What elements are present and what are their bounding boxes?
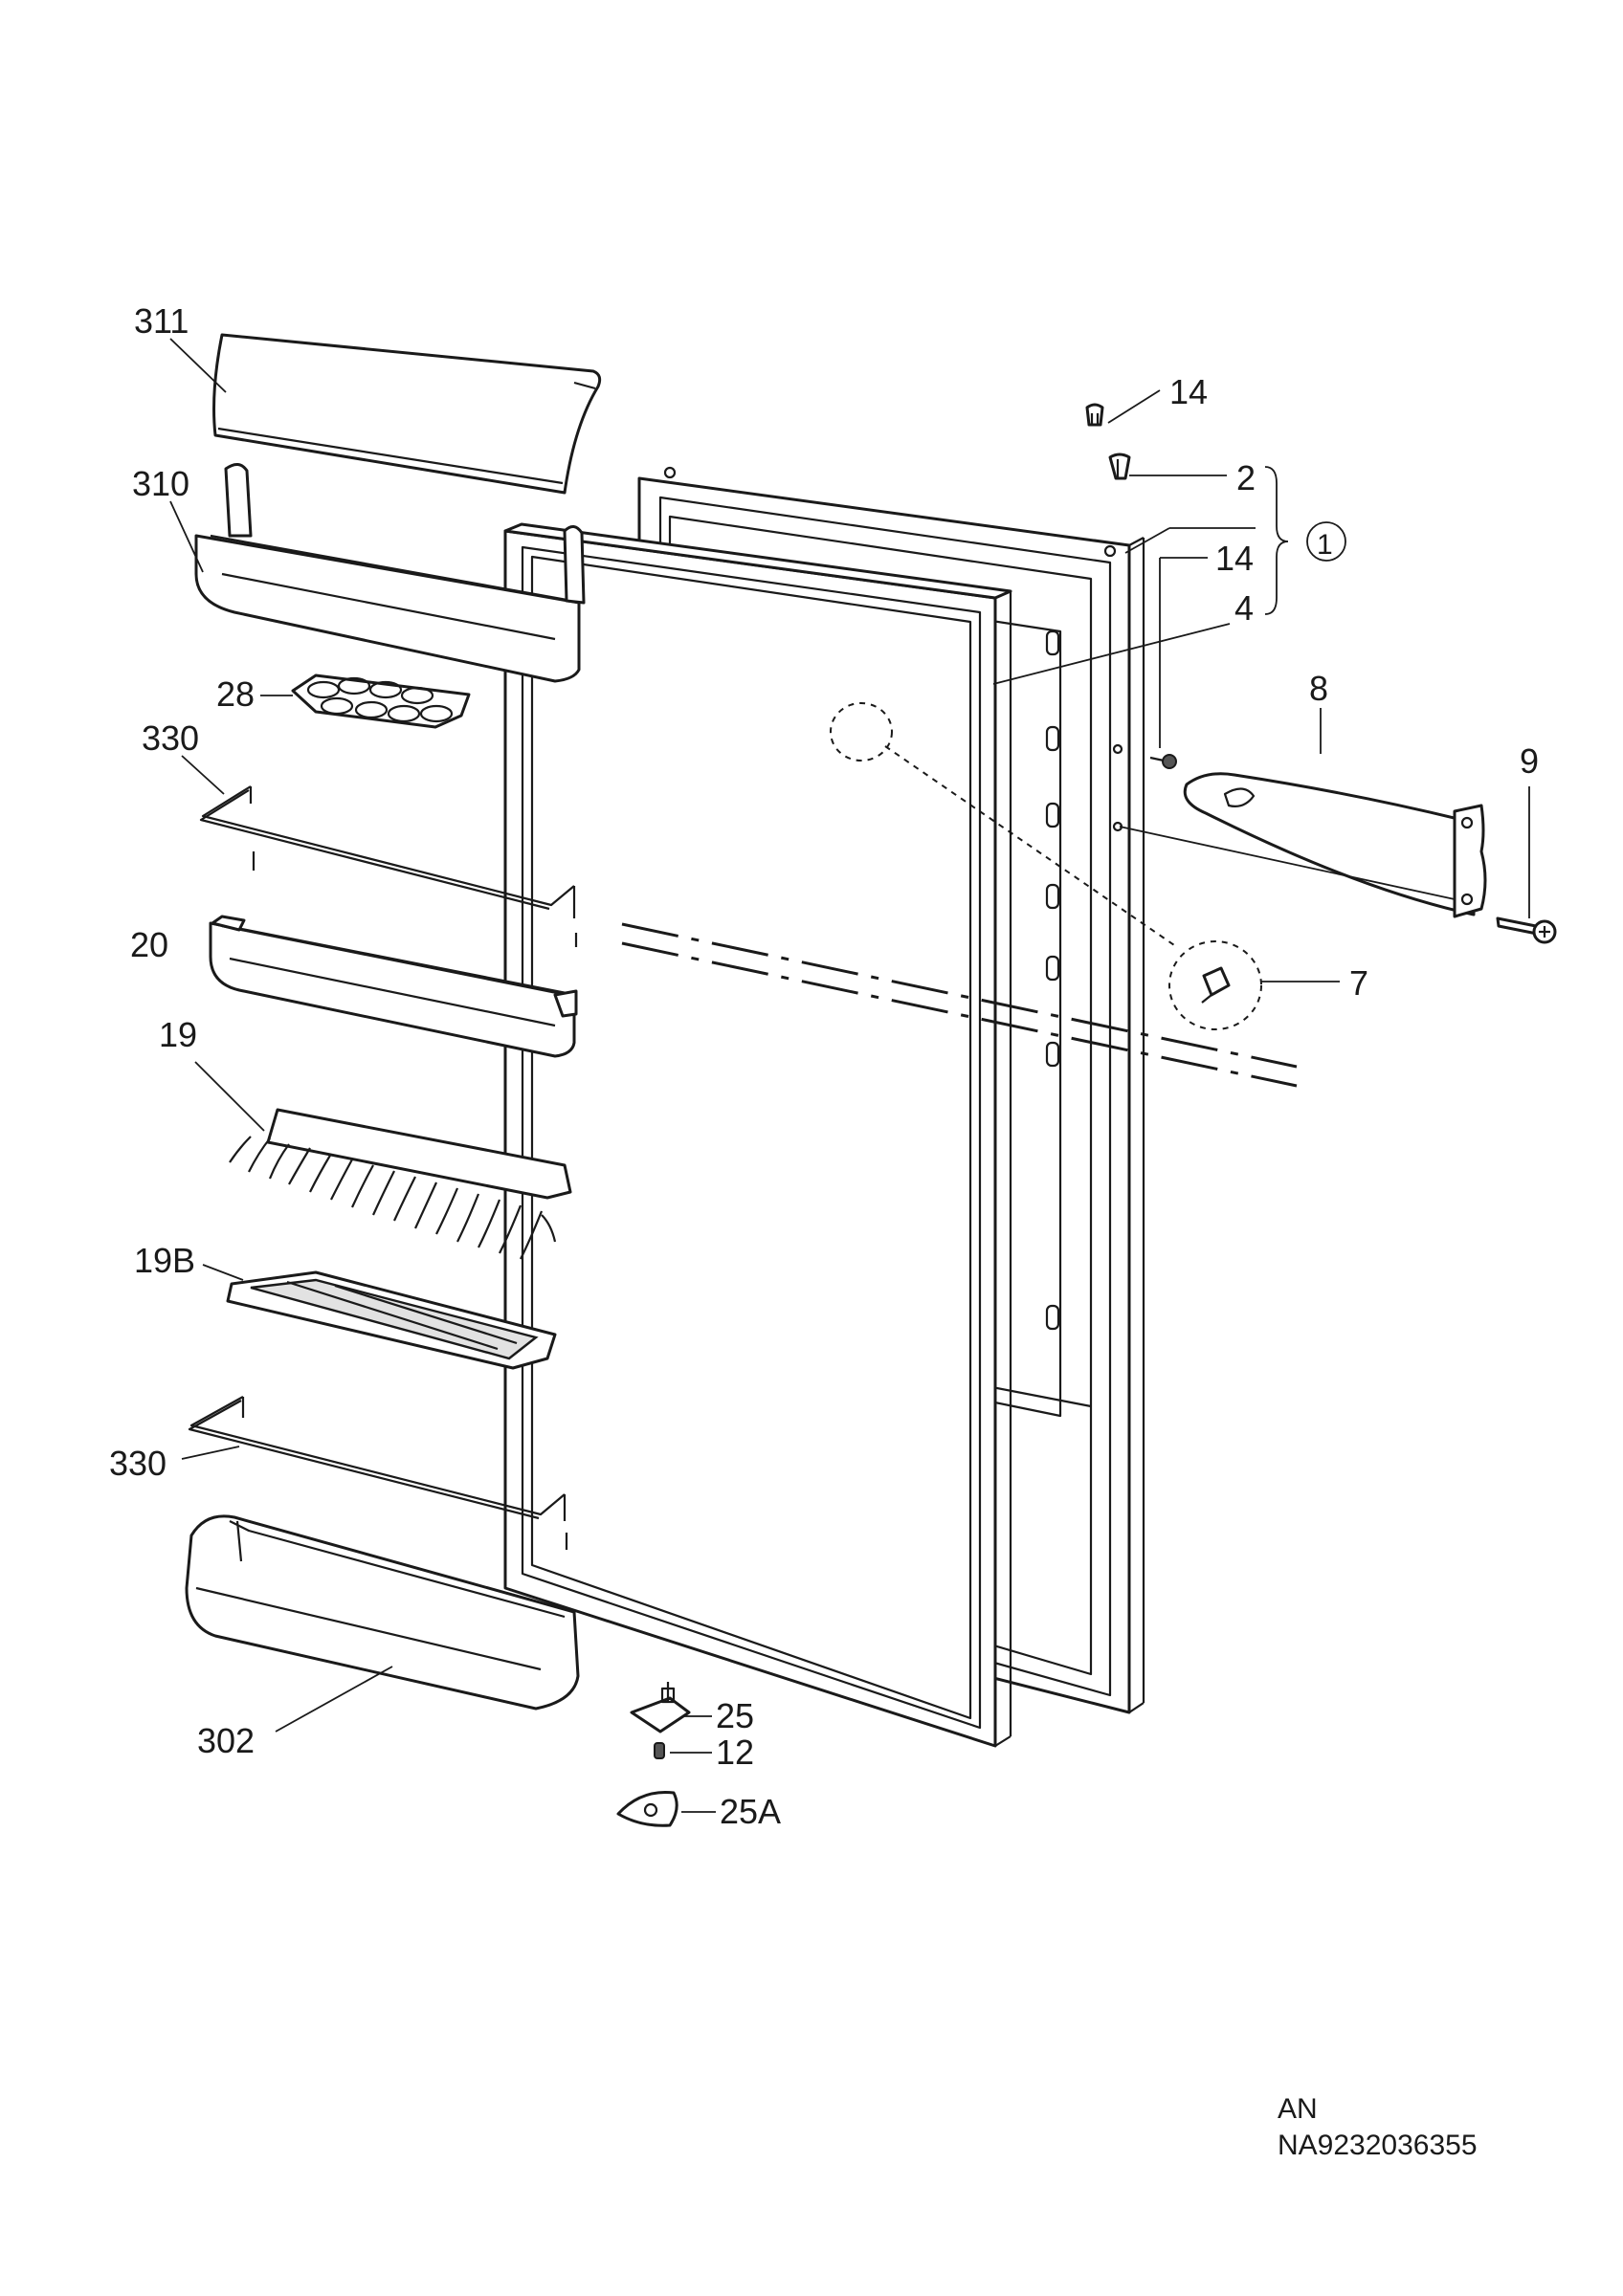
bottle-shelf <box>226 1270 557 1370</box>
dairy-compartment-lid <box>212 333 602 495</box>
label-9: 9 <box>1520 741 1539 781</box>
label-2: 2 <box>1236 458 1256 497</box>
door-handle <box>1183 772 1487 918</box>
label-4: 4 <box>1234 588 1254 628</box>
label-14-top: 14 <box>1169 372 1208 411</box>
hinge-pin-top <box>1085 403 1104 427</box>
bottle-guard-lower <box>188 1396 568 1550</box>
bottle-rack <box>229 1108 572 1260</box>
group-label-circle <box>1306 521 1346 562</box>
label-19b: 19B <box>134 1241 195 1280</box>
label-8: 8 <box>1309 669 1328 708</box>
footer-code: AN <box>1278 2093 1318 2125</box>
bottom-hinge-screw <box>654 1742 665 1759</box>
fastener-detail <box>830 702 1262 1030</box>
door-bottom-bin <box>185 1514 580 1711</box>
break-line <box>621 922 1298 1088</box>
group-bracket <box>1264 466 1289 615</box>
label-25a: 25A <box>720 1792 781 1831</box>
bottom-hinge <box>630 1682 691 1733</box>
label-7: 7 <box>1349 963 1368 1003</box>
label-330-upper: 330 <box>142 718 199 758</box>
door-gasket <box>503 522 1012 1748</box>
handle-screw-short <box>1149 754 1177 769</box>
label-25: 25 <box>716 1696 754 1735</box>
bottom-hinge-plate <box>616 1790 678 1827</box>
label-302: 302 <box>197 1721 255 1760</box>
door-shelf-middle <box>209 915 578 1058</box>
label-14-side: 14 <box>1215 539 1254 578</box>
handle-screw <box>1496 916 1557 944</box>
label-19: 19 <box>159 1015 197 1054</box>
footer-drawing-number: NA9232036355 <box>1278 2130 1478 2161</box>
egg-tray <box>291 673 471 729</box>
dairy-shelf <box>194 463 586 683</box>
label-1: 1 <box>1317 529 1333 561</box>
label-12: 12 <box>716 1733 754 1772</box>
leader-lines <box>169 338 1530 1813</box>
label-310: 310 <box>132 464 189 503</box>
bottle-guard-upper <box>199 785 578 947</box>
label-330-lower: 330 <box>109 1444 167 1483</box>
label-311: 311 <box>134 301 189 341</box>
label-20: 20 <box>130 925 168 964</box>
hinge-bushing <box>1108 453 1131 480</box>
label-28: 28 <box>216 674 255 714</box>
